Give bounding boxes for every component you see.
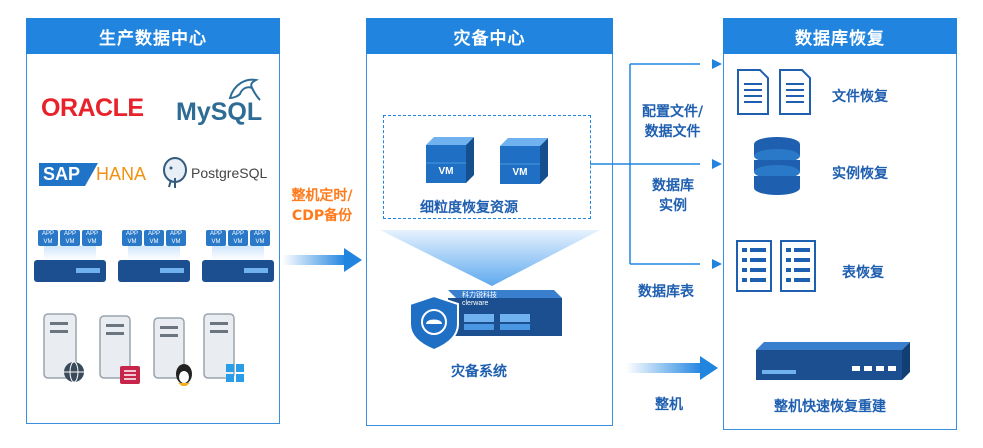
instance-restore-label: 实例恢复 [832,166,888,182]
tower-server-icon [99,315,131,379]
database-stack-icon [754,137,800,195]
granular-resource-label: 细粒度恢复资源 [420,200,518,216]
database-restore-title: 数据库恢复 [723,18,957,54]
vm-cube-icon: VM [500,138,548,184]
windows-icon [226,364,244,382]
dr-system-label: 灾备系统 [451,364,507,380]
disaster-recovery-center-panel: 灾备中心 [366,18,613,426]
file-restore-label: 文件恢复 [832,89,888,105]
disaster-recovery-appliance-icon [409,290,562,352]
arrowhead-icon [712,59,722,69]
rack-server-icon [756,342,910,380]
disaster-recovery-center-title: 灾备中心 [366,18,613,54]
machine-restore-label: 整机快速恢复重建 [774,399,886,415]
linux-penguin-icon [176,364,192,386]
postgresql-elephant-icon [163,157,187,188]
backup-arrow-icon [282,248,362,272]
mysql-logo: MySQL [176,78,263,127]
server-appliance-icon [34,260,106,282]
machine-restore-arrow-icon [626,356,718,380]
production-datacenter-title: 生产数据中心 [26,18,280,54]
tower-server-icon [43,313,77,379]
branch-label-db-instance: 数据库 实例 [652,178,694,214]
document-icon [737,69,811,115]
branch-label-db-table: 数据库表 [638,284,694,300]
sap-logo-box: SAP [39,163,99,186]
vm-label: VM [438,166,454,177]
appliance-brand: 科力锐科技 clerware [462,292,497,308]
appliance-brand-en: clerware [462,300,489,307]
appliance-brand-cn: 科力锐科技 [462,292,497,299]
arrowhead-icon [712,259,722,269]
projection-funnel [380,230,600,286]
granular-resource-box [383,115,591,219]
vm-glow [212,246,264,260]
arrowhead-icon [712,159,722,169]
tower-server-icon [153,317,185,379]
sap-hana-logo: SAP HANA [39,163,146,186]
database-list-icon [120,366,140,384]
mysql-logo-sql: SQL [210,98,263,126]
server-appliance-icon [118,260,190,282]
physical-servers [43,313,244,386]
vm-glow [44,246,96,260]
postgresql-logo-text: PostgreSQL [191,165,268,181]
branch-label-config-data-files: 配置文件/ 数据文件 [642,104,704,140]
restore-branch-connector [590,63,700,265]
server-appliance-icon [202,260,274,282]
table-restore-label: 表恢复 [842,265,884,281]
table-list-icon [736,240,816,292]
mysql-logo-my: My [176,98,211,126]
backup-label-line1: 整机定时/ [291,188,353,204]
postgresql-logo: PostgreSQL [161,156,267,190]
vm-glow [128,246,180,260]
oracle-logo: ORACLE [41,94,144,122]
mysql-dolphin-icon [228,78,261,101]
hana-logo-text: HANA [96,164,147,184]
backup-label-line2: CDP备份 [291,208,353,224]
tower-server-icon [203,313,235,379]
branch-label-machine: 整机 [655,397,683,413]
globe-icon [64,361,84,383]
vm-cube-icon: VM [426,137,474,183]
backup-method-label: 整机定时/ CDP备份 [282,186,362,226]
vm-label: VM [512,167,528,178]
